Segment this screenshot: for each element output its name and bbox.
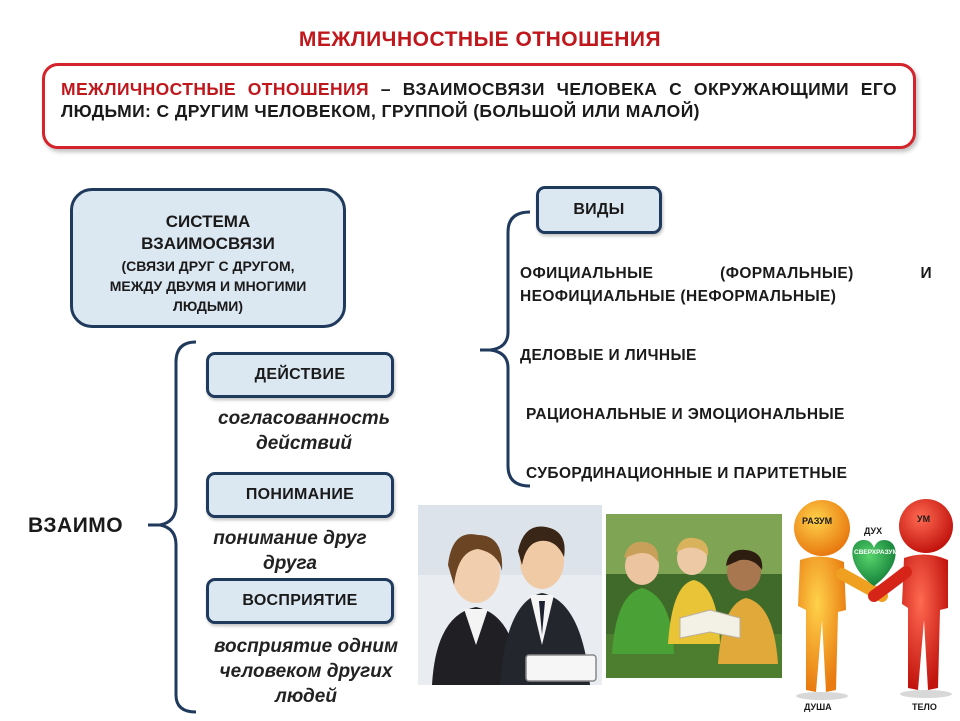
component-understanding-desc: понимание друг друга [213,528,367,574]
business-people-photo [418,505,602,685]
label-dukh: ДУХ [864,526,882,536]
system-title: СИСТЕМА ВЗАИМОСВЯЗИ [141,212,275,253]
label-dusha: ДУША [804,702,832,712]
label-telo: ТЕЛО [912,702,937,712]
types-item-3: РАЦИОНАЛЬНЫЕ И ЭМОЦИОНАЛЬНЫЕ [526,406,845,423]
label-um: УМ [917,514,930,524]
page-title: МЕЖЛИЧНОСТНЫЕ ОТНОШЕНИЯ [298,28,662,51]
children-photo [606,514,782,678]
types-label-box: ВИДЫ [536,186,662,234]
component-perception-box: ВОСПРИЯТИЕ [206,578,394,624]
business-people-image [418,505,602,685]
component-action-desc: согласованность действий [218,408,390,454]
label-sverkhrazum: СВЕРХРАЗУМ [854,549,898,556]
figures-illustration: РАЗУМ УМ ДУХ СВЕРХРАЗУМ ДУША ТЕЛО [786,490,958,716]
definition-box: МЕЖЛИЧНОСТНЫЕ ОТНОШЕНИЯ – ВЗАИМОСВЯЗИ ЧЕ… [42,63,916,149]
component-perception-desc: восприятие одним человеком других людей [213,636,399,707]
system-box: СИСТЕМА ВЗАИМОСВЯЗИ (СВЯЗИ ДРУГ С ДРУГОМ… [70,188,346,328]
label-razum: РАЗУМ [802,516,832,526]
vzaimo-label: ВЗАИМО [28,514,124,537]
component-action-box: ДЕЙСТВИЕ [206,352,394,398]
types-item-2: ДЕЛОВЫЕ И ЛИЧНЫЕ [520,347,697,364]
definition-body: – ВЗАИМОСВЯЗИ ЧЕЛОВЕКА С ОКРУЖАЮЩИМИ ЕГО… [61,79,897,121]
system-subtitle: (СВЯЗИ ДРУГ С ДРУГОМ, МЕЖДУ ДВУМЯ И МНОГ… [109,258,307,314]
definition-term: МЕЖЛИЧНОСТНЫЕ ОТНОШЕНИЯ [61,79,369,99]
definition-text: МЕЖЛИЧНОСТНЫЕ ОТНОШЕНИЯ – ВЗАИМОСВЯЗИ ЧЕ… [61,78,897,122]
children-image [606,514,782,678]
figures-image: РАЗУМ УМ ДУХ СВЕРХРАЗУМ ДУША ТЕЛО [794,499,953,712]
component-understanding-box: ПОНИМАНИЕ [206,472,394,518]
types-item-4: СУБОРДИНАЦИОННЫЕ И ПАРИТЕТНЫЕ [526,465,848,482]
types-item-1: ОФИЦИАЛЬНЫЕ (ФОРМАЛЬНЫЕ) И НЕОФИЦИАЛЬНЫЕ… [520,265,932,305]
